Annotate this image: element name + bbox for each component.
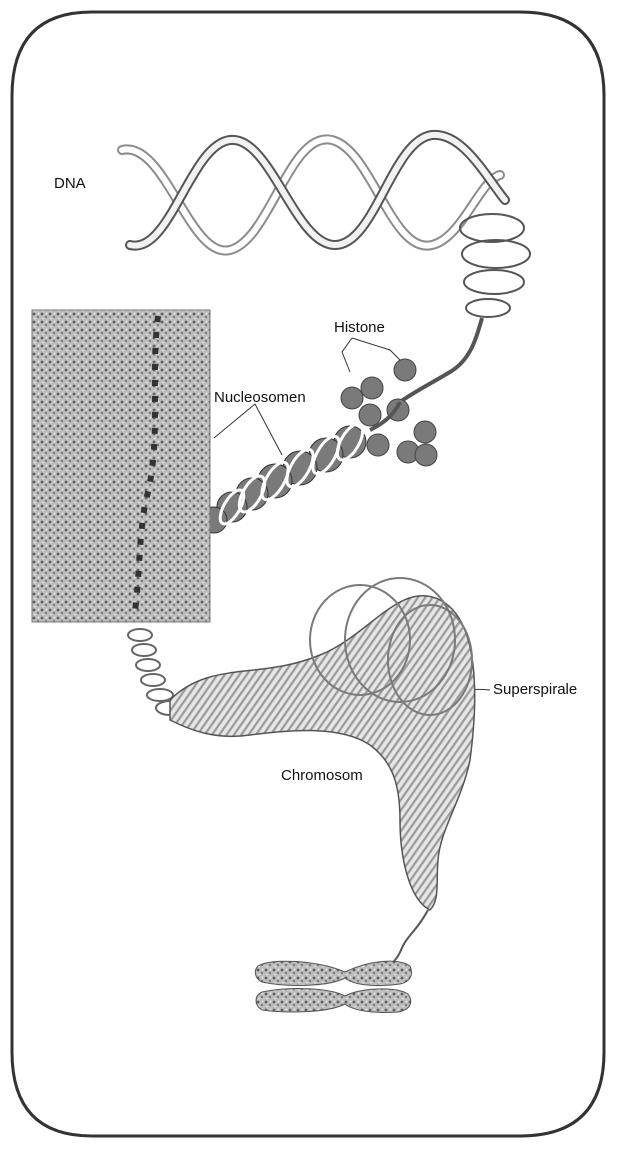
histone-disc [359,404,381,426]
histone-disc [367,434,389,456]
dna-double-helix [122,135,505,251]
label-dna: DNA [54,176,86,191]
histone-disc [414,421,436,443]
label-nucleosomen: Nucleosomen [214,390,306,405]
label-histone: Histone [334,320,385,335]
chromosome [255,961,411,1012]
superspiral [170,578,475,910]
label-superspirale: Superspirale [493,682,577,697]
histone-disc [341,387,363,409]
histone-disc [415,444,437,466]
label-chromosom: Chromosom [281,768,363,783]
histone-disc [361,377,383,399]
histone-disc [394,359,416,381]
chromatin-fiber-block [32,310,210,622]
